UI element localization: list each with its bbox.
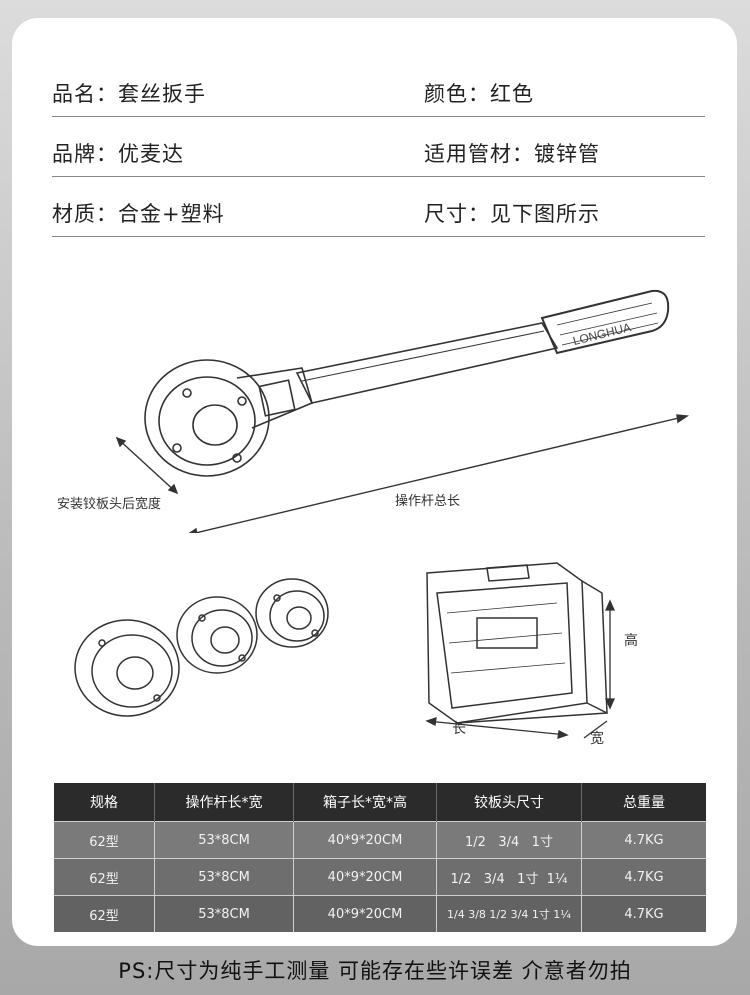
spec-pipe-material: 适用管材：镀锌管 xyxy=(424,142,600,166)
footer-disclaimer: PS:尺寸为纯手工测量 可能存在些许误差 介意者勿拍 xyxy=(118,959,632,983)
table-row: 62型 53*8CM 40*9*20CM 1/2 3/4 1寸 1¼ 4.7KG xyxy=(54,858,706,896)
header-box-size: 箱子长*宽*高 xyxy=(293,783,437,822)
spec-product-name: 品名：套丝扳手 xyxy=(52,82,206,106)
cell-handle-size: 53*8CM xyxy=(154,895,294,932)
table-row: 62型 53*8CM 40*9*20CM 1/4 3/8 1/2 3/4 1寸 … xyxy=(54,895,706,932)
spec-size: 尺寸：见下图所示 xyxy=(424,202,600,226)
header-model: 规格 xyxy=(54,783,155,822)
cell-handle-size: 53*8CM xyxy=(154,858,294,896)
spec-color: 颜色：红色 xyxy=(424,82,534,106)
box-length-label: 长 xyxy=(452,721,466,737)
header-handle-size: 操作杆长*宽 xyxy=(154,783,294,822)
handle-length-label: 操作杆总长 xyxy=(395,494,461,509)
ratchet-wrench-illustration: LONGHUA xyxy=(115,289,690,533)
cell-die-size: 1/4 3/8 1/2 3/4 1寸 1¼ xyxy=(436,895,582,932)
table-header-row: 规格 操作杆长*宽 箱子长*宽*高 铰板头尺寸 总重量 xyxy=(54,783,706,822)
handle-brand-text: LONGHUA xyxy=(571,320,632,348)
cell-box-size: 40*9*20CM xyxy=(293,821,437,859)
toolbox-illustration xyxy=(425,562,616,739)
cell-box-size: 40*9*20CM xyxy=(293,895,437,932)
table-row: 62型 53*8CM 40*9*20CM 1/2 3/4 1寸 4.7KG xyxy=(54,821,706,859)
box-height-label: 高 xyxy=(624,633,638,649)
cell-die-size: 1/2 3/4 1寸 1¼ xyxy=(436,858,582,896)
spec-row-1: 品名：套丝扳手 颜色：红色 xyxy=(52,56,705,117)
cell-model: 62型 xyxy=(54,858,155,896)
spec-row-2: 品牌：优麦达 适用管材：镀锌管 xyxy=(52,116,705,177)
spec-row-3: 材质：合金+塑料 尺寸：见下图所示 xyxy=(52,176,705,237)
header-weight: 总重量 xyxy=(581,783,706,822)
product-card: 品名：套丝扳手 颜色：红色 品牌：优麦达 适用管材：镀锌管 材质：合金+塑料 尺… xyxy=(12,18,737,946)
spec-table: 规格 操作杆长*宽 箱子长*宽*高 铰板头尺寸 总重量 62型 53*8CM 4… xyxy=(54,783,706,932)
spec-material: 材质：合金+塑料 xyxy=(52,202,225,226)
die-heads-illustration xyxy=(74,578,329,717)
header-die-size: 铰板头尺寸 xyxy=(436,783,582,822)
head-width-label: 安装铰板头后宽度 xyxy=(57,497,162,512)
cell-weight: 4.7KG xyxy=(581,895,706,932)
box-width-label: 宽 xyxy=(590,731,604,747)
cell-model: 62型 xyxy=(54,895,155,932)
cell-weight: 4.7KG xyxy=(581,858,706,896)
cell-die-size: 1/2 3/4 1寸 xyxy=(436,821,582,859)
cell-box-size: 40*9*20CM xyxy=(293,858,437,896)
cell-handle-size: 53*8CM xyxy=(154,821,294,859)
cell-model: 62型 xyxy=(54,821,155,859)
spec-brand: 品牌：优麦达 xyxy=(52,142,184,166)
cell-weight: 4.7KG xyxy=(581,821,706,859)
